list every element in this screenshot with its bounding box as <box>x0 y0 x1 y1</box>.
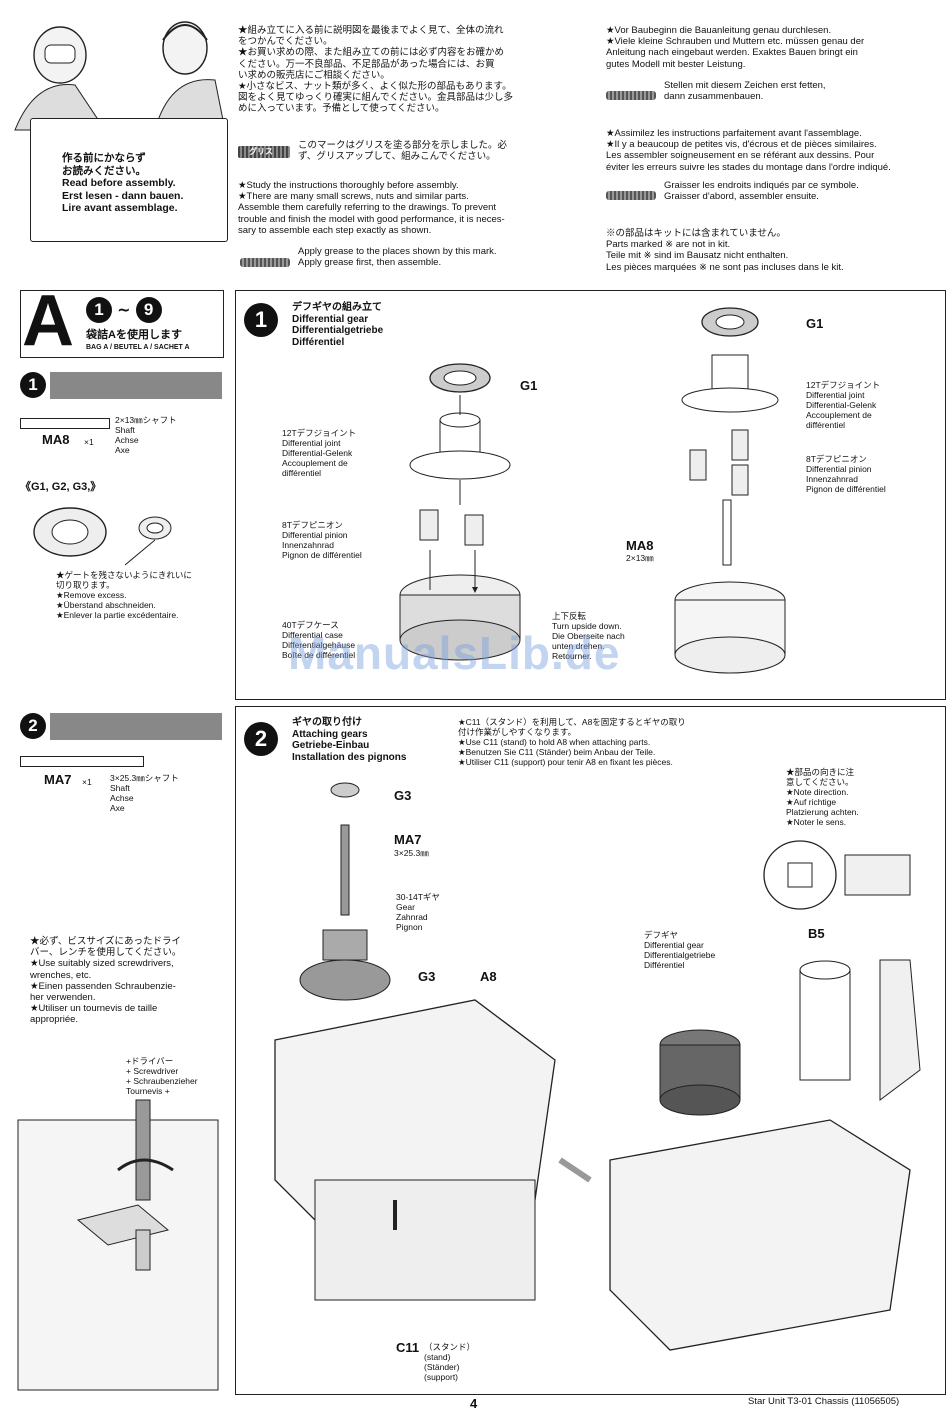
step1-sidebar-header: 1 <box>20 372 222 399</box>
grease-mark-fr <box>606 185 656 204</box>
intro-de-grease-text: Stellen mit diesem Zeichen erst fetten, … <box>664 80 826 103</box>
bag-a-box <box>20 290 224 358</box>
ma8-size: 2×13㎜ <box>626 553 654 563</box>
watermark: ManualsLib.de <box>288 627 621 679</box>
screwdriver-note: ★必ず、ビスサイズにあったドライ バー、レンチを使用してください。 ★Use s… <box>30 936 182 1026</box>
intro-jp-grease-text: このマークはグリスを塗る部分を示しました。必 ず、グリスアップして、組みこんでく… <box>298 140 508 163</box>
bag-letter: A <box>22 281 74 361</box>
g3-label-b: G3 <box>418 969 436 984</box>
step2-part-code: MA7 <box>44 772 72 787</box>
step2-note: ★C11（スタンド）を利用して、A8を固定するとギヤの取り 付け作業がしやすくな… <box>458 717 686 767</box>
intro-fr-text: ★Assimilez les instructions parfaitement… <box>606 128 891 173</box>
step1-badge: 1 <box>20 372 46 398</box>
range-to: 9 <box>135 297 162 323</box>
intro-en-text: ★Study the instructions thoroughly befor… <box>238 180 505 236</box>
ma8-shaft-outline <box>20 418 110 429</box>
direction-note: ★部品の向きに注 意してください。 ★Note direction. ★Auf … <box>786 767 859 827</box>
range-sep: ~ <box>117 300 131 319</box>
diff-label: デフギヤ Differential gear Differentialgetri… <box>644 930 716 970</box>
diff-gear-exploded-left <box>399 363 521 661</box>
driver-label: +ドライバー + Screwdriver + Schraubenzieher T… <box>126 1056 198 1096</box>
bag-sub: BAG A / BEUTEL A / SACHET A <box>86 344 190 351</box>
page-number: 4 <box>470 1396 478 1411</box>
ma7-shaft-outline <box>20 756 144 767</box>
case-label: 40Tデフケース Differential case Differentialg… <box>282 620 356 660</box>
step2-title: ギヤの取り付け Attaching gears Getriebe-Einbau … <box>292 717 407 763</box>
step2-part-qty: ×1 <box>82 777 92 787</box>
g1-label: G1 <box>520 378 538 393</box>
step1-part-qty: ×1 <box>84 437 94 447</box>
range-from: 1 <box>86 297 112 323</box>
grease-mark-de <box>606 85 656 104</box>
gear-housing-assembly-left <box>274 782 556 1301</box>
joint-label: 12Tデフジョイント Differential joint Differenti… <box>282 428 357 478</box>
step2-main-badge: 2 <box>244 722 278 756</box>
intro-en-grease-text: Apply grease to the places shown by this… <box>298 246 497 269</box>
grease-label: グリス <box>249 147 273 156</box>
screwdriver-illustration <box>17 1099 219 1391</box>
step2-sidebar-header: 2 <box>20 713 222 740</box>
step2-badge: 2 <box>20 713 46 739</box>
step1-part-desc: 2×13㎜シャフト Shaft Achse Axe <box>115 415 177 455</box>
step1-gate-text: ★ゲートを残さないようにきれいに 切り取ります。 ★Remove excess.… <box>56 570 192 620</box>
intro-jp-text: ★組み立てに入る前に説明図を最後までよく見て、全体の流れ をつかんでください。 … <box>238 25 514 115</box>
sign-text: 作る前にかならず お読みください。 Read before assembly. … <box>62 152 184 214</box>
step2-box <box>235 706 946 1395</box>
joint-label-right: 12Tデフジョイント Differential joint Differenti… <box>806 380 881 430</box>
c11-label: C11 <box>396 1340 420 1355</box>
stand-detail-illustration <box>763 840 911 910</box>
c11-text: （スタンド） (stand) (Ständer) (support) <box>424 1342 476 1382</box>
mechanics-illustration <box>14 21 226 131</box>
ma8-label: MA8 <box>626 538 654 553</box>
product-name: Star Unit T3-01 Chassis (11056505) <box>748 1396 900 1407</box>
gear-label: 30-14Tギヤ Gear Zahnrad Pignon <box>396 892 440 932</box>
a8-label: A8 <box>480 969 497 984</box>
ma7-label: MA7 <box>394 832 422 847</box>
intro-fr-grease-text: Graisser les endroits indiqués par ce sy… <box>664 180 859 203</box>
step1-main-badge: 1 <box>244 303 278 337</box>
bag-range: 1 ~ 9 <box>86 297 162 323</box>
grease-mark-jp <box>238 146 290 158</box>
step1-g-parts: 《G1, G2, G3,》 <box>20 481 102 493</box>
grease-mark-en <box>240 252 290 271</box>
ma7-size: 3×25.3㎜ <box>394 848 429 858</box>
step1-box <box>235 290 946 700</box>
intro-de-text: ★Vor Baubeginn die Bauanleitung genau du… <box>606 25 865 70</box>
pinion-label-right: 8Tデフピニオン Differential pinion Innenzahnra… <box>806 454 886 494</box>
turn-text: 上下反転 Turn upside down. Die Oberseite nac… <box>552 611 625 661</box>
gear-housing-assembly-right <box>558 959 921 1351</box>
diff-gear-exploded-right <box>674 307 786 674</box>
intro-notinkit-text: ※の部品はキットには含まれていません。 Parts marked ※ are n… <box>606 228 844 273</box>
b5-label: B5 <box>808 926 825 941</box>
bag-jp: 袋詰Aを使用します <box>86 329 182 341</box>
step1-part-code: MA8 <box>42 432 70 447</box>
pinion-label: 8Tデフピニオン Differential pinion Innenzahnra… <box>282 520 362 560</box>
step2-part-desc: 3×25.3㎜シャフト Shaft Achse Axe <box>110 773 179 813</box>
g3-label: G3 <box>394 788 412 803</box>
read-before-sign <box>30 118 228 242</box>
g1-label-right: G1 <box>806 316 824 331</box>
step1-title: デフギヤの組み立て Differential gear Differential… <box>292 302 384 348</box>
bearing-illustration <box>33 507 172 566</box>
